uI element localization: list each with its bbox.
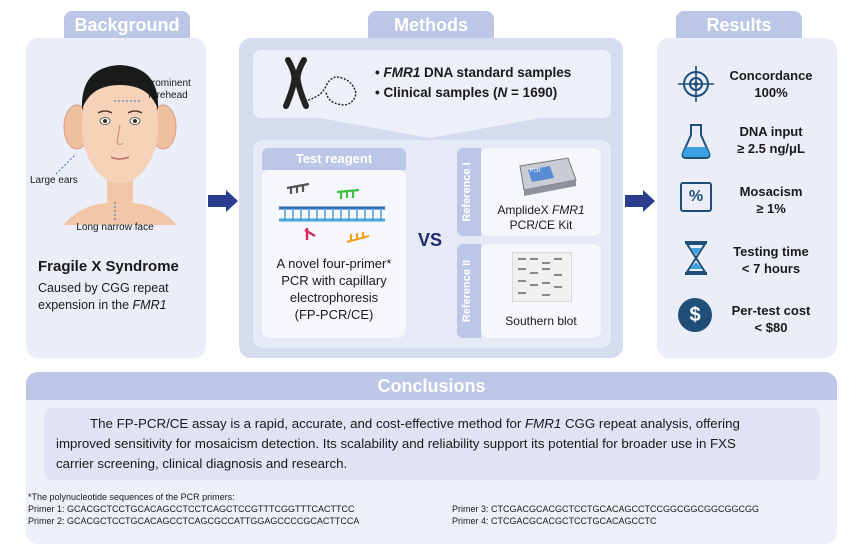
bullet-dot-2: • [375,85,380,100]
forehead-pointer [114,100,142,102]
primer-3: Primer 3: CTCGACGCACGCTCCTGCACAGCCTCCGGC… [452,504,760,514]
conclusions-gene: FMR1 [525,416,562,431]
result-cost: Per-test cost < $80 [716,302,826,336]
bullet2-n: N [497,85,508,100]
reference-2-label: Reference II [461,259,473,323]
results-tab: Results [676,11,802,39]
forehead-label: Prominent forehead [138,78,198,102]
vs-label: VS [418,230,443,250]
forehead-label-line2: forehead [148,90,188,101]
conclusions-line-1-b: CGG repeat analysis, offering [561,416,740,431]
test-line-4: (FP-PCR/CE) [294,307,374,322]
percent-icon: % [680,182,712,212]
bullet-dot-1: • [375,65,380,80]
reference-1-line2: PCR/CE Kit [509,218,573,232]
result-testing-time-title: Testing time [733,244,809,259]
target-icon [678,66,714,102]
conclusions-line-2: improved sensitivity for mosaicism detec… [56,436,736,451]
southern-blot-icon [512,252,572,302]
result-dna-input: DNA input ≥ 2.5 ng/μL [716,123,826,157]
primer-dna-icon [279,182,385,244]
background-tab: Background [64,11,190,39]
ref1-amplidex: AmplideX [497,203,553,217]
reference-1-tab [457,148,481,236]
primer-1: Primer 1: GCACGCTCCTGCACAGCCTCCTCAGCTCCG… [28,504,355,514]
syndrome-desc: Caused by CGG repeat expension in the FM… [38,280,169,314]
test-reagent-desc: A novel four-primer* PCR with capillary … [262,255,406,323]
ears-label: Large ears [30,175,78,186]
primer-4: Primer 4: CTCGACGCACGCTCCTGCACAGCCTC [452,516,657,526]
syndrome-desc-text: expension in the [38,298,133,312]
test-line-1: A novel four-primer* [276,256,392,271]
sample-bullet-2: • Clinical samples (N = 1690) [375,85,557,100]
forehead-label-line1: Prominent [145,78,191,89]
face-label: Long narrow face [76,222,154,233]
result-concordance-value: 100% [754,85,788,100]
bullet2-pre: Clinical samples ( [383,85,498,100]
syndrome-desc-line2: expension in the FMR1 [38,297,169,314]
bullet2-post: = 1690) [507,85,558,100]
footnote-title: *The polynucleotide sequences of the PCR… [28,492,235,502]
result-testing-time: Testing time < 7 hours [716,243,826,277]
result-mosaicism: Mosacism ≥ 1% [716,183,826,217]
hourglass-icon [685,241,707,275]
primer-2: Primer 2: GCACGCTCCTGCACAGCCTCAGCGCCATTG… [28,516,360,526]
syndrome-title: Fragile X Syndrome [38,258,179,275]
methods-tab: Methods [368,11,494,39]
result-dna-input-title: DNA input [739,124,803,139]
reference-1-desc: AmplideX FMR1 PCR/CE Kit [481,203,601,233]
face-pointer [114,202,116,220]
face-illustration [63,65,177,225]
test-reagent-box [262,170,406,338]
chromosome-icon [283,57,357,109]
conclusions-tab: Conclusions [377,376,486,396]
dollar-icon: $ [678,298,712,332]
result-mosaicism-value: ≥ 1% [756,201,786,216]
result-concordance-title: Concordance [729,68,813,83]
result-testing-time-value: < 7 hours [741,261,801,276]
result-cost-title: Per-test cost [731,303,811,318]
result-cost-value: < $80 [754,320,788,335]
arrow-right-icon [208,190,238,212]
flask-icon [681,124,711,159]
result-mosaicism-title: Mosacism [739,184,803,199]
bullet1-text: DNA standard samples [420,65,572,80]
test-reagent-tab: Test reagent [262,148,406,170]
samples-box [253,50,611,118]
pcr-machine-icon [519,157,577,196]
reference-1-line1: AmplideX FMR1 [481,203,601,218]
result-concordance: Concordance 100% [716,67,826,101]
result-dna-input-value: ≥ 2.5 ng/μL [737,141,805,156]
reference-2-desc: Southern blot [505,314,577,328]
bullet1-gene: FMR1 [383,65,421,80]
sample-bullet-1: • FMR1 DNA standard samples [375,65,571,80]
test-line-2: PCR with capillary [281,273,387,288]
test-line-3: electrophoresis [289,290,379,305]
pcr-screen-label: PCR [530,168,541,174]
conclusions-line-1: The FP-PCR/CE assay is a rapid, accurate… [56,414,816,434]
ears-pointer [55,153,77,175]
conclusions-text: The FP-PCR/CE assay is a rapid, accurate… [56,414,816,474]
conclusions-header [26,372,837,400]
syndrome-desc-line1: Caused by CGG repeat [38,281,169,295]
conclusions-line-1-a: The FP-PCR/CE assay is a rapid, accurate… [90,416,526,431]
arrow-right-icon [625,190,655,212]
ref1-gene: FMR1 [552,203,585,217]
conclusions-box [44,408,820,480]
conclusions-line-3: carrier screening, clinical diagnosis an… [56,456,348,471]
reference-2-tab [457,244,481,338]
syndrome-gene: FMR1 [132,298,167,312]
methods-chevron [320,118,540,138]
